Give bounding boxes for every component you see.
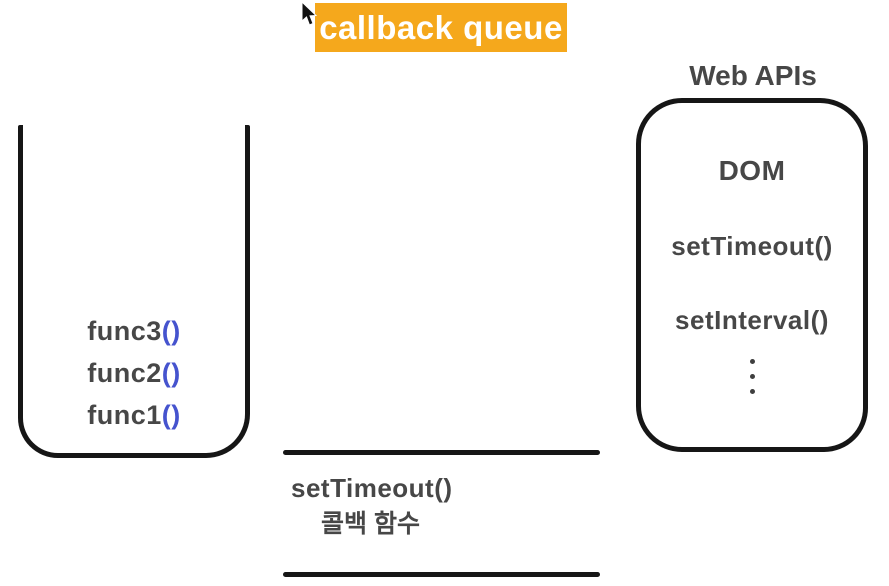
queue-bottom-line [283,572,600,577]
callback-queue-title: callback queue [315,3,567,52]
stack-item-func1: func1() [87,399,181,432]
callback-queue-title-label: callback queue [319,8,563,46]
stack-item-func1-parens: () [161,400,181,430]
ellipsis-dots [641,359,863,394]
web-apis-item-dom: DOM [718,155,786,186]
arrow-cursor-icon [301,2,318,26]
stack-item-func3-name: func3 [87,316,162,346]
ellipsis-dot [749,389,755,394]
stack-item-func2: func2() [87,357,181,390]
web-apis-item-settimeout: setTimeout() [671,231,833,261]
ellipsis-dot [749,374,755,379]
queue-settimeout-label: setTimeout() [291,473,453,503]
stack-item-func1-name: func1 [87,400,162,430]
web-apis-title: Web APIs [689,60,817,91]
web-apis-item-setinterval: setInterval() [675,305,829,335]
stack-item-func3: func3() [87,315,181,348]
ellipsis-dot [749,359,755,364]
web-apis-box: DOM setTimeout() setInterval() [636,98,868,452]
queue-callback-function-label: 콜백 함수 [321,510,420,538]
call-stack-container: func3() func2() func1() [18,125,250,458]
stack-item-func2-parens: () [161,358,181,388]
call-stack-items: func3() func2() func1() [23,315,245,432]
queue-top-line [283,450,600,455]
stack-item-func2-name: func2 [87,358,162,388]
stack-item-func3-parens: () [161,316,181,346]
